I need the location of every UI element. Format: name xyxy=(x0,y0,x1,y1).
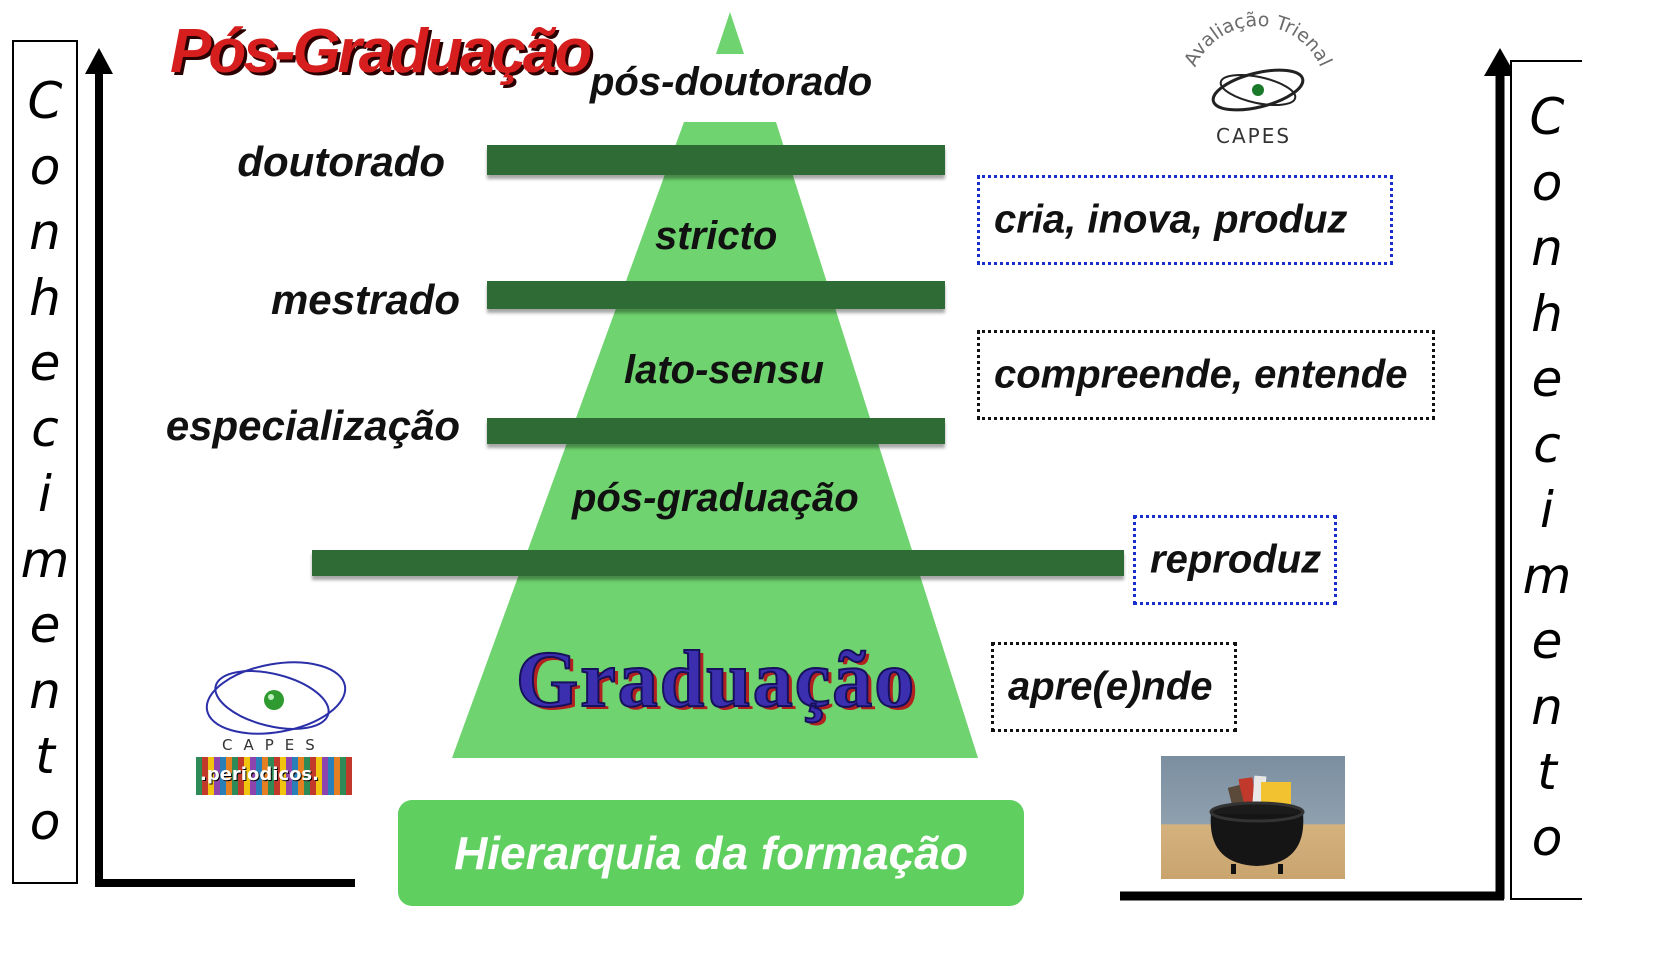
action-aprende-text: apre(e)nde xyxy=(1008,664,1213,709)
bar-mestrado xyxy=(487,281,945,309)
right-axis-letter: n xyxy=(1531,677,1563,736)
action-box-reproduz: reproduz xyxy=(1133,515,1337,605)
left-axis-letter: m xyxy=(20,530,70,589)
action-box-aprende: apre(e)nde xyxy=(991,642,1237,732)
right-axis-letter: i xyxy=(1540,481,1554,539)
capes-periodicos-name: CAPES xyxy=(222,736,326,754)
periodicos-band xyxy=(196,757,352,795)
level-especializacao: especialização xyxy=(165,402,460,449)
svg-text:Avaliação Trienal: Avaliação Trienal xyxy=(1180,9,1336,70)
action-cria-text: cria, inova, produz xyxy=(994,197,1348,242)
left-axis-letter: i xyxy=(38,465,52,523)
capes-triennial-arc-text: Avaliação Trienal xyxy=(1180,9,1336,70)
left-axis-letter: e xyxy=(29,596,61,654)
left-axis xyxy=(85,48,355,887)
left-axis-letter: n xyxy=(29,203,61,261)
label-stricto: stricto xyxy=(655,214,778,258)
arrow-up-icon xyxy=(1484,48,1516,76)
action-box-compreende: compreende, entende xyxy=(977,330,1435,420)
right-axis xyxy=(1120,48,1516,901)
right-axis-letter: o xyxy=(1531,808,1563,867)
left-axis-letter: n xyxy=(29,661,61,720)
capes-triennial-name: CAPES xyxy=(1216,124,1292,148)
left-axis-letter: e xyxy=(29,334,61,392)
arrow-up-icon xyxy=(85,48,113,74)
left-axis-letter: t xyxy=(35,727,55,785)
bar-doutorado xyxy=(487,145,945,175)
level-mestrado: mestrado xyxy=(270,276,460,323)
right-axis-letter: h xyxy=(1531,284,1563,343)
action-compreende-text: compreende, entende xyxy=(994,352,1408,397)
left-axis-letter: o xyxy=(29,792,61,851)
page-title: Pós-Graduação xyxy=(170,17,592,86)
left-axis-letter: h xyxy=(29,268,61,327)
label-graduacao: Graduação xyxy=(515,635,917,725)
cauldron-image-icon xyxy=(1161,756,1345,879)
caption-text: Hierarquia da formação xyxy=(454,827,968,879)
right-axis-letter: m xyxy=(1522,546,1572,605)
right-axis-letter: C xyxy=(1529,88,1565,146)
action-reproduz-text: reproduz xyxy=(1150,537,1322,582)
capes-logo-icon: Avaliação Trienal CAPES xyxy=(1168,4,1348,154)
right-axis-letter: o xyxy=(1531,153,1563,212)
action-box-cria: cria, inova, produz xyxy=(977,175,1393,265)
capes-periodicos-logo: CAPES .periodicos. xyxy=(196,640,356,800)
capes-periodicos-sub: .periodicos. xyxy=(200,764,319,785)
label-pos-doutorado: pós-doutorado xyxy=(590,60,873,104)
right-axis-letter: e xyxy=(1531,350,1563,408)
left-axis-letter: C xyxy=(27,72,63,130)
label-lato-sensu: lato-sensu xyxy=(624,348,825,392)
right-axis-letter: t xyxy=(1537,743,1557,801)
level-doutorado: doutorado xyxy=(237,138,445,185)
label-pos-graduacao: pós-graduação xyxy=(572,476,859,520)
left-axis-letter: c xyxy=(31,399,59,458)
right-axis-letter: c xyxy=(1533,415,1561,474)
pyramid-tip xyxy=(716,12,744,54)
bar-especializacao xyxy=(487,418,945,444)
left-axis-letter: o xyxy=(29,137,61,196)
right-axis-letter: e xyxy=(1531,612,1563,670)
right-axis-letter: n xyxy=(1531,219,1563,277)
caption-box: Hierarquia da formação xyxy=(398,800,1024,906)
bar-graduacao xyxy=(312,550,1124,576)
